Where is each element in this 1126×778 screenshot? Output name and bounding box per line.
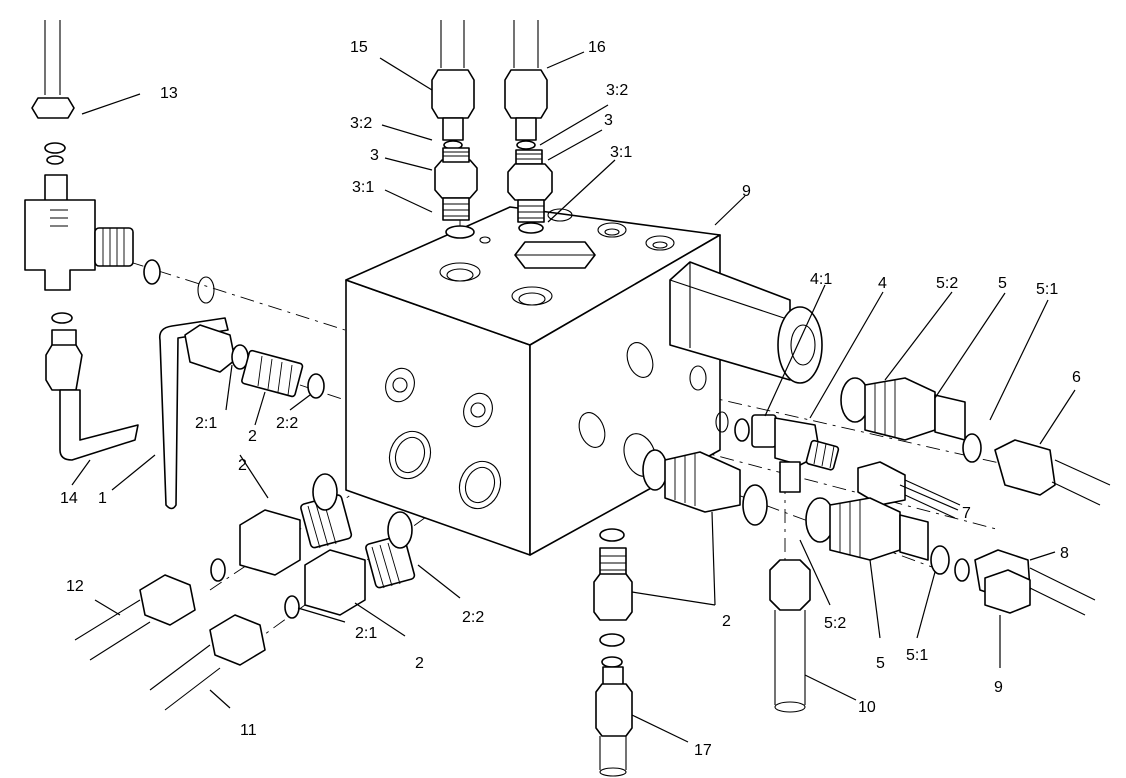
- lower-left-fittings: [74, 473, 416, 711]
- callout-15: 14: [60, 490, 78, 507]
- callout-7: 7: [962, 505, 971, 522]
- callout-2-bottom: 2: [722, 613, 731, 630]
- callout-14: 13: [160, 85, 178, 102]
- callout-5-1-upper: 5:1: [1036, 281, 1058, 298]
- callout-5-upper: 5: [998, 275, 1007, 292]
- callout-5-lower: 5: [876, 655, 885, 672]
- callout-2-1-upper: 2:1: [195, 415, 217, 432]
- callout-2-2-upper: 2:2: [276, 415, 298, 432]
- bottom-fittings: [593, 449, 811, 777]
- callout-2-1-lower: 2:1: [355, 625, 377, 642]
- right-fittings: [715, 377, 1111, 616]
- callout-3-1-right: 3:1: [610, 144, 632, 161]
- callout-3-1-left: 3:1: [352, 179, 374, 196]
- callout-5-1-lower: 5:1: [906, 647, 928, 664]
- callout-17: 16: [588, 39, 606, 56]
- callout-3-left: 3: [370, 147, 379, 164]
- callout-3-2-left: 3:2: [350, 115, 372, 132]
- callout-labels: 13 15 16 3:2 3 3:1 3:2 3 3:1 9 4:1 4 5:2…: [60, 39, 1081, 759]
- tee-fitting-group: [24, 20, 215, 461]
- callout-16: 15: [350, 39, 368, 56]
- callout-13: 12: [66, 578, 84, 595]
- callout-11: 9: [742, 183, 751, 200]
- callout-2-2-lower: 2:2: [462, 609, 484, 626]
- callout-10: 10: [858, 699, 876, 716]
- top-fittings: [431, 20, 553, 244]
- callout-8: 8: [1060, 545, 1069, 562]
- manifold-block: [345, 206, 721, 556]
- upper-left-fitting: [184, 324, 325, 399]
- callout-3-2-right: 3:2: [606, 82, 628, 99]
- callout-5-2-lower: 5:2: [824, 615, 846, 632]
- callout-1: 1: [98, 490, 107, 507]
- callout-18: 17: [694, 742, 712, 759]
- leader-lines: [71, 51, 1076, 743]
- callout-3-right: 3: [604, 112, 613, 129]
- callout-2-upper: 2: [248, 428, 257, 445]
- callout-2-mid: 2: [238, 457, 247, 474]
- callout-9: 9: [994, 679, 1003, 696]
- callout-12: 11: [240, 722, 257, 739]
- callout-5-2-upper: 5:2: [936, 275, 958, 292]
- callout-2-lower: 2: [415, 655, 424, 672]
- callout-6: 6: [1072, 369, 1081, 386]
- callout-4: 4: [878, 275, 887, 292]
- callout-4-1: 4:1: [810, 271, 832, 288]
